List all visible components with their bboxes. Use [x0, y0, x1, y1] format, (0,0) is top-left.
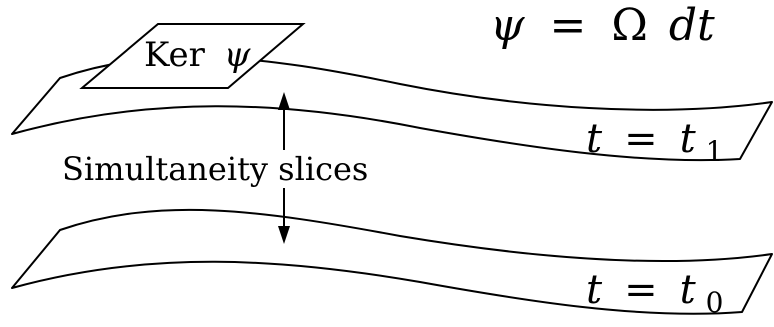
slices-label: Simultaneity slices	[62, 150, 368, 188]
lower-slice-var: t	[586, 267, 603, 313]
lower-slice-value: t	[680, 267, 697, 313]
lower-slice-label: t = t 0	[586, 267, 724, 319]
upper-slice-eq: =	[624, 116, 658, 162]
formula-dt: dt	[669, 0, 715, 51]
kernel-label-word: Ker	[144, 35, 206, 75]
upper-slice-var: t	[586, 116, 603, 162]
upper-slice-subscript: 1	[706, 135, 724, 168]
kernel-label: Ker ψ	[144, 35, 251, 75]
slices-label-backdrop	[56, 150, 380, 188]
lower-slice-subscript: 0	[706, 286, 724, 319]
lower-slice-sheet	[11, 208, 773, 315]
upper-slice-label: t = t 1	[586, 116, 724, 168]
upper-slice-value: t	[680, 116, 697, 162]
formula-eq: =	[550, 0, 587, 51]
formula-lhs: ψ	[490, 0, 525, 51]
lower-slice-eq: =	[624, 267, 658, 313]
kernel-plane	[79, 23, 306, 89]
kernel-label-psi: ψ	[224, 35, 251, 75]
formula: ψ = Ω dt	[490, 0, 715, 51]
formula-omega: Ω	[611, 0, 647, 51]
